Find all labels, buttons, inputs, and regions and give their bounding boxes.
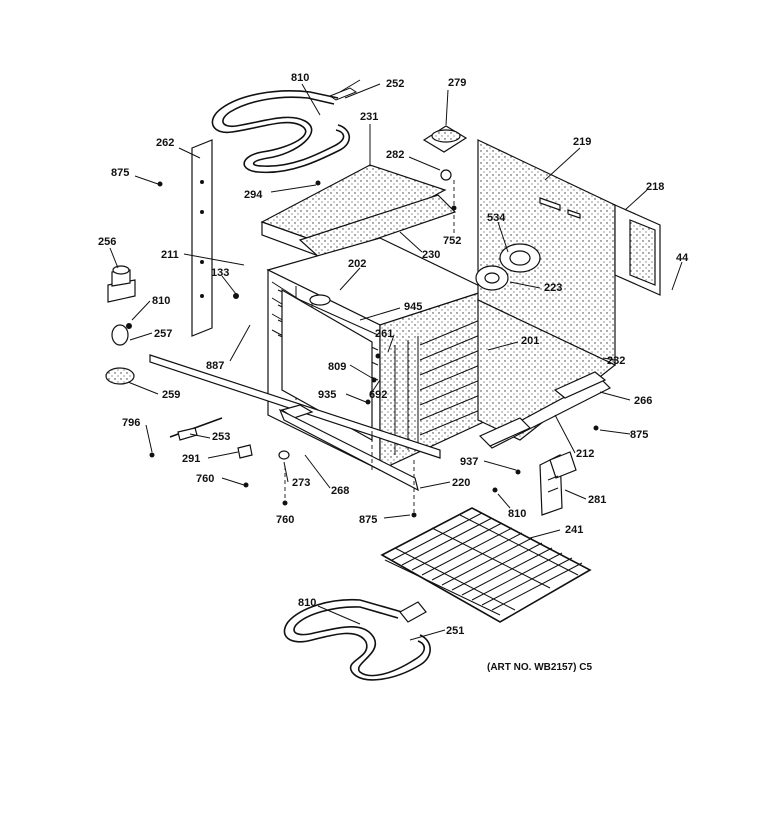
part-labels: 810 252 279 231 262 875 282 219 218 294 … [98,72,689,673]
convection-fan [475,243,541,291]
part-label-752: 752 [443,235,461,247]
part-label-256: 256 [98,236,116,248]
part-label-935: 935 [318,389,336,401]
part-label-875: 875 [111,167,129,179]
part-label-212: 212 [576,448,594,460]
bottom-heating-element [283,598,431,681]
part-label-251: 251 [446,625,464,637]
part-label-810: 810 [152,295,170,307]
part-label-241: 241 [565,524,583,536]
part-label-760: 760 [276,514,294,526]
part-label-268: 268 [331,485,349,497]
part-label-257: 257 [154,328,172,340]
part-label-266: 266 [634,395,652,407]
door-hinge [539,451,577,516]
part-label-252: 252 [386,78,404,90]
part-label-218: 218 [646,181,664,193]
rear-cover [614,204,661,296]
part-label-810: 810 [508,508,526,520]
bottom-trims [149,354,441,492]
part-label-810: 810 [298,597,316,609]
part-label-133: 133 [211,267,229,279]
part-label-232: 232 [607,355,625,367]
part-label-220: 220 [452,477,470,489]
part-label-937: 937 [460,456,478,468]
top-cover-panel [260,164,457,263]
part-label-796: 796 [122,417,140,429]
part-label-809: 809 [328,361,346,373]
leader-lines [109,83,683,641]
part-label-231: 231 [360,111,378,123]
part-label-810: 810 [291,72,309,84]
art-number: (ART NO. WB2157) C5 [487,662,592,673]
part-label-945: 945 [404,301,422,313]
part-label-887: 887 [206,360,224,372]
part-label-279: 279 [448,77,466,89]
part-label-202: 202 [348,258,366,270]
oven-cavity [266,237,490,471]
part-label-201: 201 [521,335,539,347]
part-label-282: 282 [386,149,404,161]
part-label-294: 294 [244,189,263,201]
part-label-230: 230 [422,249,440,261]
part-label-281: 281 [588,494,606,506]
vent-cap [422,125,468,153]
part-label-291: 291 [182,453,200,465]
part-label-44: 44 [676,252,689,264]
part-label-692: 692 [369,389,387,401]
part-label-534: 534 [487,212,506,224]
part-label-760: 760 [196,473,214,485]
part-label-875: 875 [630,429,648,441]
part-label-273: 273 [292,477,310,489]
bottom-panel [478,371,612,449]
light-socket-assembly [105,265,136,385]
left-side-panel [191,139,213,337]
top-heating-element [211,79,361,174]
part-label-223: 223 [544,282,562,294]
part-label-211: 211 [161,249,179,261]
part-label-262: 262 [156,137,174,149]
oven-rack [380,507,592,623]
part-label-875: 875 [359,514,377,526]
part-label-259: 259 [162,389,180,401]
fasteners [126,169,599,518]
part-label-253: 253 [212,431,230,443]
part-label-219: 219 [573,136,591,148]
part-label-261: 261 [375,328,393,340]
back-panel [477,139,617,441]
